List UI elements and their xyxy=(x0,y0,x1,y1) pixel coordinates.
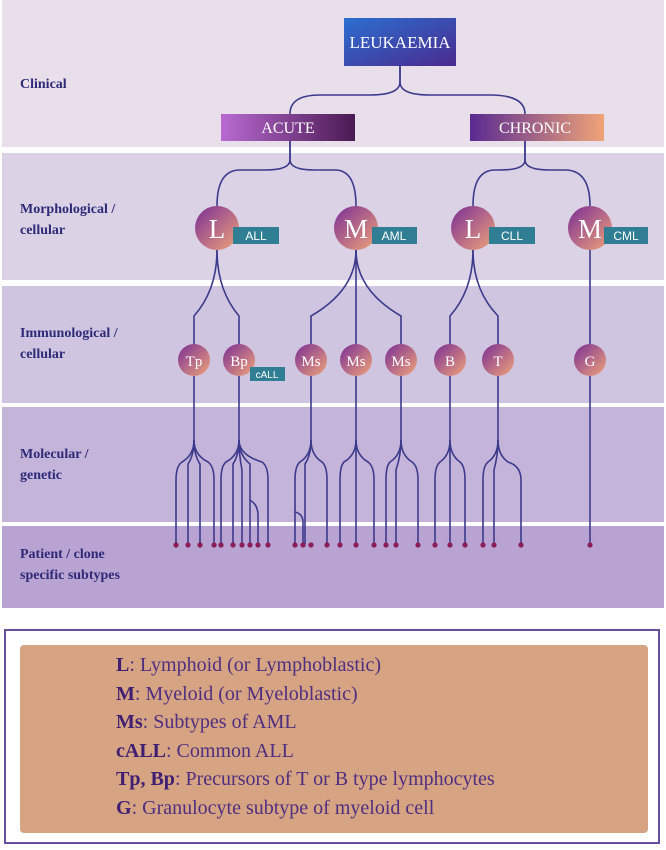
immuno-node-tp: Tp xyxy=(178,344,210,376)
leaf-dot xyxy=(185,542,191,548)
legend-item: cALL: Common ALL xyxy=(116,737,495,766)
immuno-label: T xyxy=(493,354,502,370)
root-node-leukaemia: LEUKAEMIA xyxy=(344,18,456,66)
legend-term: cALL xyxy=(116,739,166,762)
type-node-chronic: CHRONIC xyxy=(470,114,604,141)
leaf-dot xyxy=(197,542,203,548)
legend-text: : Common ALL xyxy=(166,739,294,762)
immuno-node-ms: Ms xyxy=(340,344,372,376)
legend-term: G xyxy=(116,796,132,819)
morph-letter: L xyxy=(209,214,226,244)
level-label-immunological: Immunological /cellular xyxy=(20,326,118,362)
legend-text: : Granulocyte subtype of myeloid cell xyxy=(131,796,435,819)
leaf-dot xyxy=(491,542,497,548)
legend-term: L xyxy=(116,654,130,676)
type-label-chronic: CHRONIC xyxy=(499,120,571,137)
leaf-dot xyxy=(587,542,593,548)
leaf-dot xyxy=(324,542,330,548)
immuno-label: Ms xyxy=(391,354,410,370)
morph-letter: M xyxy=(578,214,602,244)
leukaemia-tree: LEUKAEMIA ACUTE CHRONIC L ALL M AML L CL… xyxy=(173,18,648,548)
band-molecular xyxy=(2,407,664,522)
leaf-dot xyxy=(337,542,343,548)
immuno-label: G xyxy=(585,354,596,370)
immuno-node-bp: Bp cALL xyxy=(223,344,285,381)
leaf-dot xyxy=(247,542,253,548)
legend-text: : Myeloid (or Myeloblastic) xyxy=(134,682,358,705)
immuno-label: Bp xyxy=(230,354,248,370)
leaf-dot xyxy=(230,542,236,548)
immuno-label: Ms xyxy=(301,354,320,370)
morph-letter: L xyxy=(465,214,482,244)
legend-box xyxy=(20,645,648,833)
leaf-dot xyxy=(447,542,453,548)
legend-item: Tp, Bp: Precursors of T or B type lympho… xyxy=(116,765,495,794)
legend-term: M xyxy=(116,682,135,705)
legend-item: M: Myeloid (or Myeloblastic) xyxy=(116,680,495,709)
morph-letter: M xyxy=(344,214,368,244)
leaf-dot xyxy=(480,542,486,548)
legend-term: Tp, Bp xyxy=(116,768,175,790)
morph-tag: CML xyxy=(613,229,639,243)
leaf-dot xyxy=(432,542,438,548)
leaf-dot xyxy=(292,542,298,548)
root-label: LEUKAEMIA xyxy=(349,33,451,52)
morph-node-all: L ALL xyxy=(195,206,279,250)
leaf-dot xyxy=(239,542,245,548)
leaf-dot xyxy=(218,542,224,548)
band-immunological xyxy=(2,286,664,403)
legend-list: L: Lymphoid (or Lymphoblastic) M: Myeloi… xyxy=(116,651,495,822)
morph-tag: ALL xyxy=(245,229,267,243)
immuno-node-g: G xyxy=(574,344,606,376)
legend-term: Ms xyxy=(116,711,143,733)
morph-tag: AML xyxy=(382,229,407,243)
legend-item: L: Lymphoid (or Lymphoblastic) xyxy=(116,651,495,680)
legend-text: : Lymphoid (or Lymphoblastic) xyxy=(129,654,381,676)
level-label-clinical: Clinical xyxy=(20,77,67,92)
leaf-dot xyxy=(371,542,377,548)
leaf-dots xyxy=(173,542,593,548)
band-morphological xyxy=(2,153,664,280)
leaf-dot xyxy=(211,542,217,548)
band-patient xyxy=(2,526,664,608)
level-label-morphological: Morphological /cellular xyxy=(20,202,116,238)
legend-text: : Subtypes of AML xyxy=(142,711,297,733)
level-label-molecular: Molecular /genetic xyxy=(20,447,89,483)
immuno-label: Tp xyxy=(186,354,203,370)
morph-node-cml: M CML xyxy=(568,206,648,250)
immuno-node-ms: Ms xyxy=(295,344,327,376)
leaf-dot xyxy=(265,542,271,548)
leaf-dot xyxy=(462,542,468,548)
morph-node-aml: M AML xyxy=(334,206,417,250)
immuno-label: Ms xyxy=(346,354,365,370)
legend-text: : Precursors of T or B type lymphocytes xyxy=(174,768,495,790)
type-label-acute: ACUTE xyxy=(261,120,314,137)
leaf-dot xyxy=(173,542,179,548)
legend-item: Ms: Subtypes of AML xyxy=(116,708,495,737)
legend-item: G: Granulocyte subtype of myeloid cell xyxy=(116,794,495,823)
leaf-dot xyxy=(415,542,421,548)
immuno-tag: cALL xyxy=(256,370,279,381)
leaf-dot xyxy=(300,542,306,548)
leaf-dot xyxy=(393,542,399,548)
morph-node-cll: L CLL xyxy=(451,206,535,250)
leaf-dot xyxy=(383,542,389,548)
connector-lines xyxy=(175,66,591,544)
immuno-node-t: T xyxy=(482,344,514,376)
immuno-node-b: B xyxy=(434,344,466,376)
leaf-dot xyxy=(255,542,261,548)
immuno-label: B xyxy=(445,354,455,370)
leaf-dot xyxy=(308,542,314,548)
leaf-dot xyxy=(518,542,524,548)
morph-tag: CLL xyxy=(501,229,523,243)
type-node-acute: ACUTE xyxy=(221,114,355,141)
immuno-node-ms: Ms xyxy=(385,344,417,376)
leaf-dot xyxy=(353,542,359,548)
